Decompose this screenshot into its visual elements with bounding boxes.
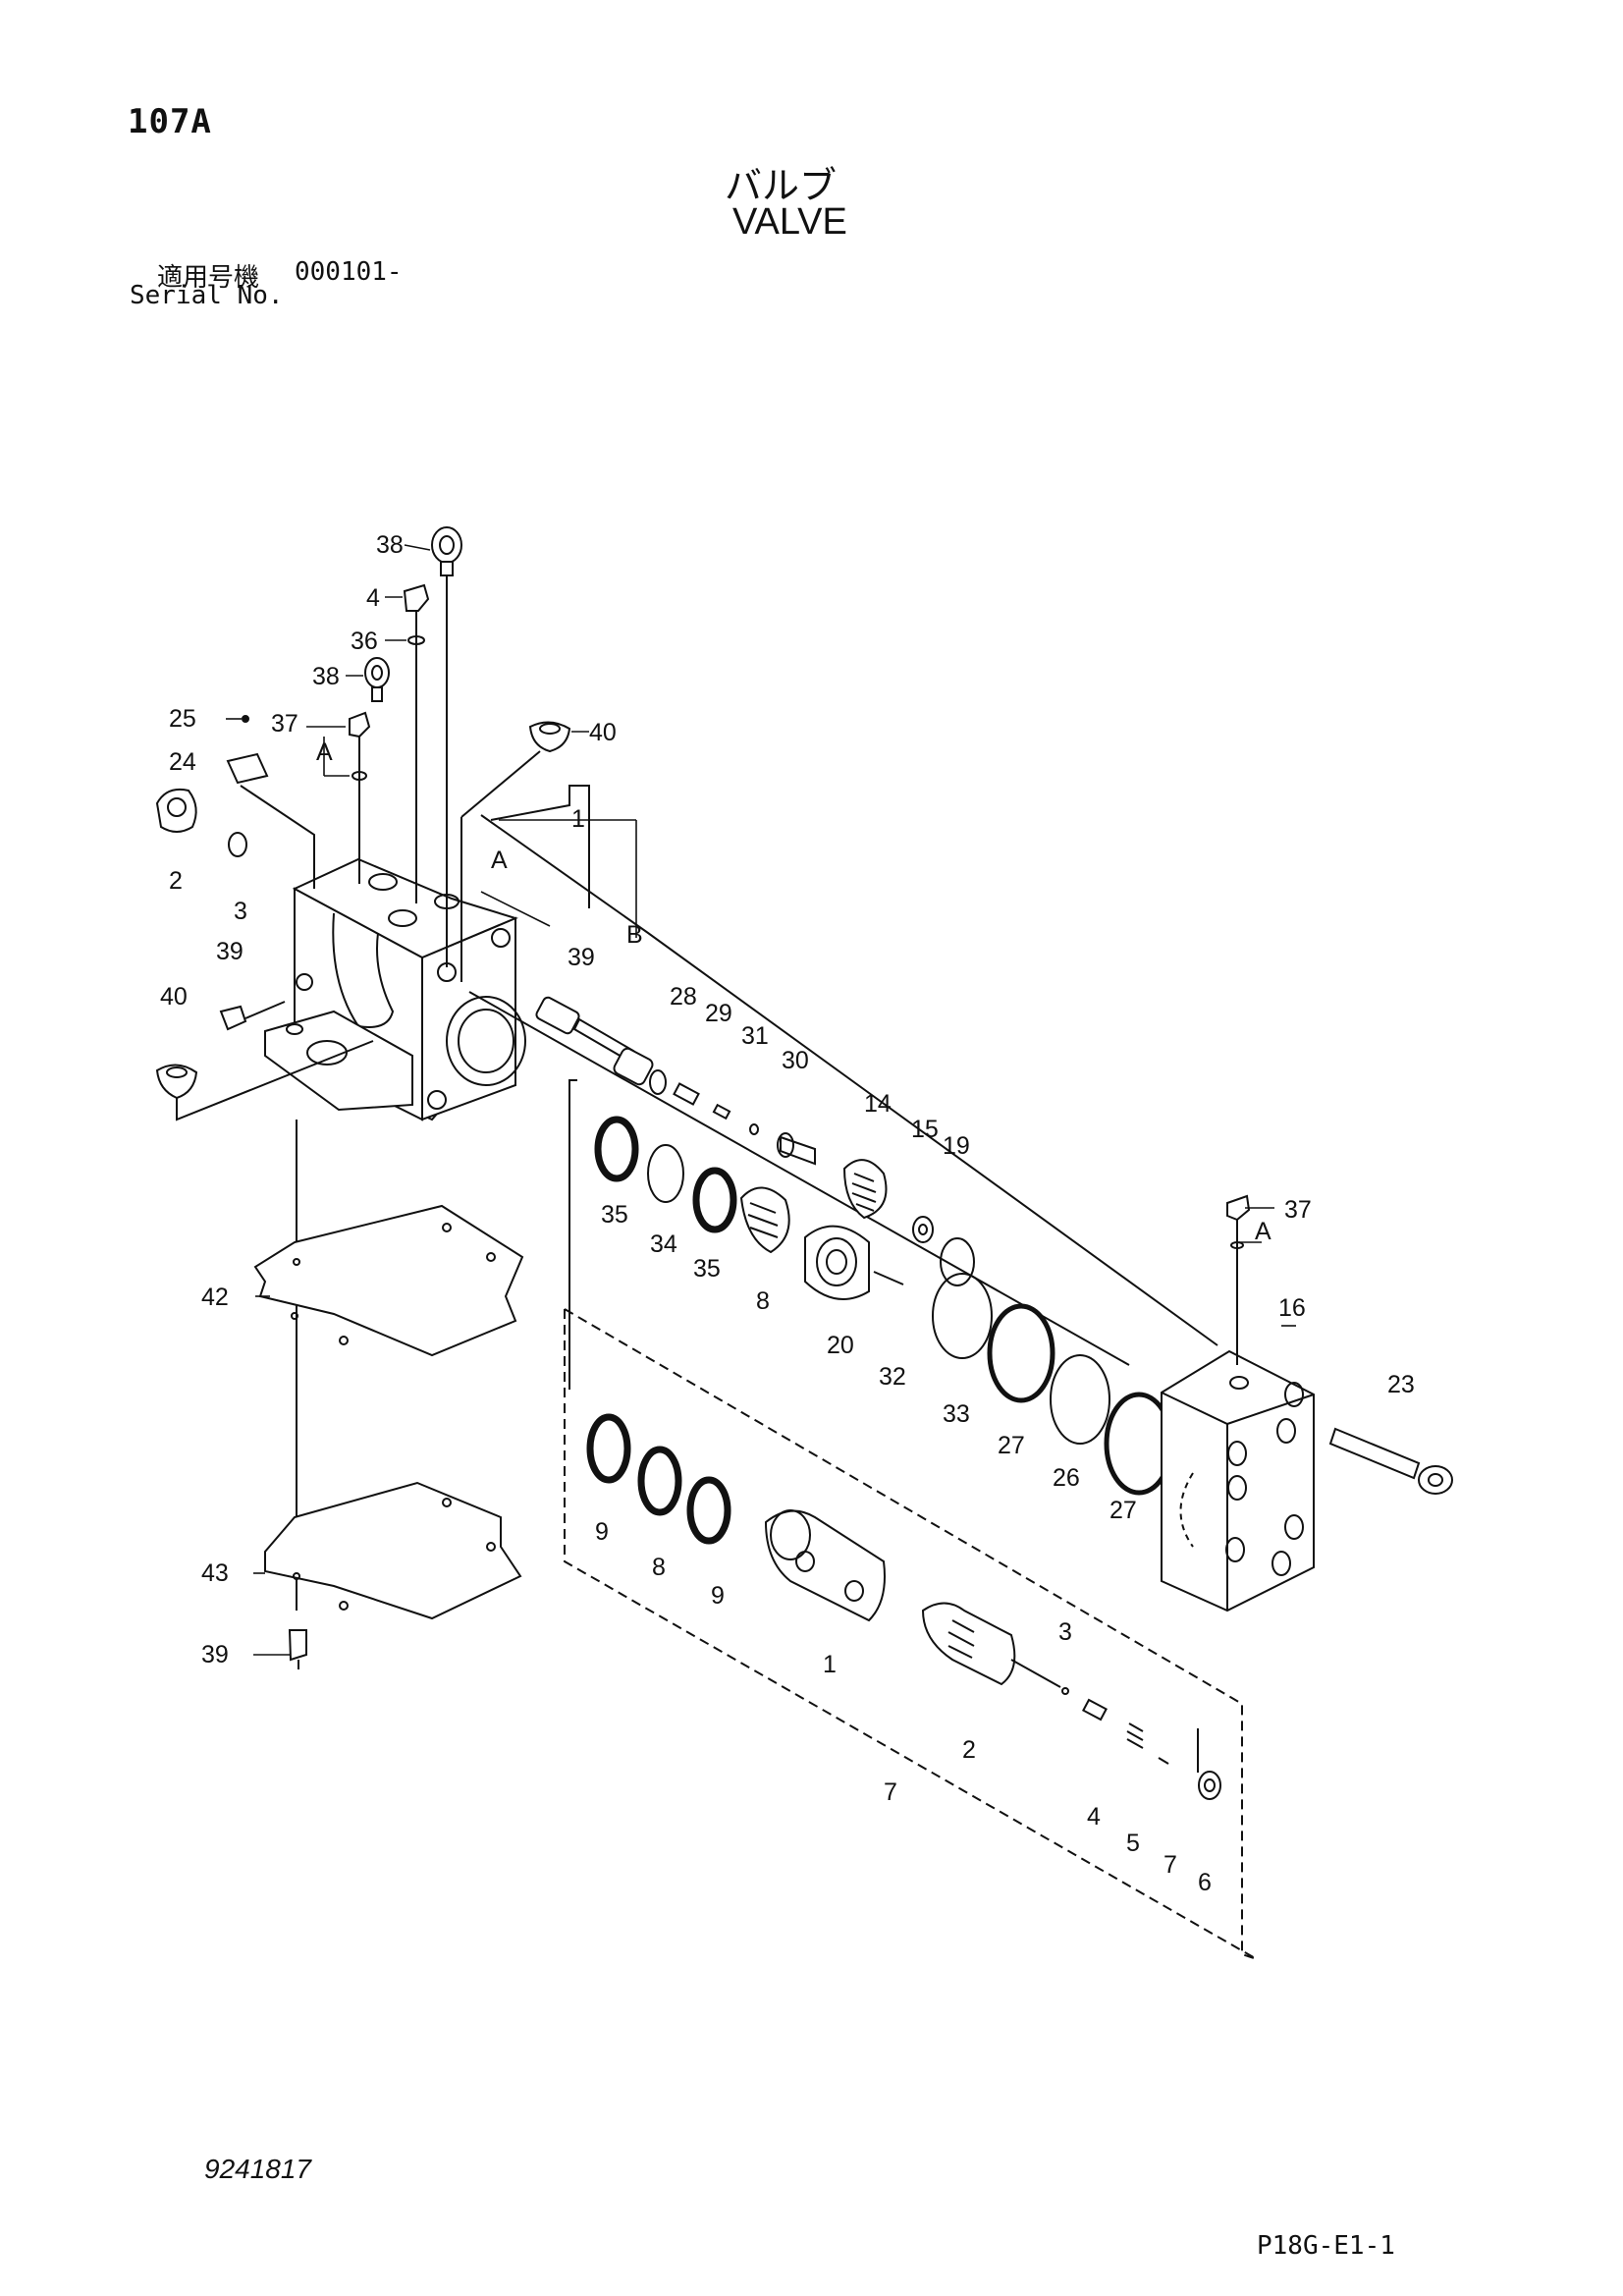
- serial-label-japanese: 適用号機: [157, 263, 260, 293]
- callout-42: 42: [201, 1284, 229, 1311]
- callout-29: 29: [705, 1000, 732, 1027]
- callout-8: 8: [652, 1554, 666, 1581]
- callout-20: 20: [827, 1332, 854, 1359]
- callout-7: 7: [1163, 1851, 1177, 1879]
- callout-7: 7: [884, 1778, 897, 1806]
- callout-labels: 38 4 36 38 25 37 40 24 2 3 39 40 1 A A B…: [160, 531, 1415, 1896]
- callout-36: 36: [351, 628, 378, 655]
- callout-a: A: [316, 738, 333, 766]
- callout-3: 3: [234, 898, 247, 925]
- left-fittings: [155, 788, 374, 1121]
- gaskets: [253, 1120, 524, 1669]
- callout-24: 24: [169, 748, 196, 776]
- callout-4: 4: [1087, 1803, 1101, 1831]
- callout-14: 14: [864, 1090, 892, 1118]
- callout-5: 5: [1126, 1830, 1140, 1857]
- callout-35: 35: [601, 1201, 628, 1229]
- callout-40: 40: [160, 983, 188, 1011]
- callout-31: 31: [741, 1022, 769, 1050]
- callout-1: 1: [571, 805, 585, 833]
- callout-9: 9: [595, 1518, 609, 1546]
- serial-label-english: Serial No.: [130, 281, 284, 310]
- title-english: VALVE: [732, 201, 847, 243]
- callout-40: 40: [589, 719, 617, 746]
- callout-39: 39: [201, 1641, 229, 1668]
- callout-19: 19: [943, 1132, 970, 1160]
- callout-a: A: [1255, 1218, 1271, 1245]
- page-id: 107A: [128, 102, 212, 141]
- callout-39: 39: [568, 944, 595, 971]
- cover-block: [1161, 1194, 1453, 1613]
- callout-27: 27: [1109, 1497, 1137, 1524]
- callout-38: 38: [376, 531, 404, 559]
- callout-a: A: [491, 847, 508, 874]
- leader-lines: [226, 544, 1296, 1656]
- callout-2: 2: [169, 867, 183, 895]
- callout-35: 35: [693, 1255, 721, 1283]
- title-japanese: バルブ: [725, 164, 838, 207]
- callout-8: 8: [756, 1287, 770, 1315]
- serial-value: 000101-: [295, 257, 403, 287]
- callout-37: 37: [1284, 1196, 1312, 1224]
- page-code: P18G-E1-1: [1257, 2231, 1395, 2261]
- callout-4: 4: [366, 584, 380, 612]
- drawing-number: 9241817: [204, 2154, 312, 2184]
- callout-43: 43: [201, 1559, 229, 1587]
- callout-39: 39: [216, 938, 243, 965]
- callout-27: 27: [998, 1432, 1025, 1459]
- callout-26: 26: [1053, 1464, 1080, 1492]
- callout-33: 33: [943, 1400, 970, 1428]
- callout-15: 15: [911, 1116, 939, 1143]
- valve-body: [264, 857, 526, 1121]
- callout-28: 28: [670, 983, 697, 1011]
- callout-25: 25: [169, 705, 196, 733]
- callout-1: 1: [823, 1651, 837, 1678]
- callout-16: 16: [1278, 1294, 1306, 1322]
- spool-assembly: [468, 785, 1218, 1366]
- callout-38: 38: [312, 663, 340, 690]
- callout-2: 2: [962, 1736, 976, 1764]
- callout-30: 30: [782, 1047, 809, 1074]
- callout-34: 34: [650, 1230, 677, 1258]
- callout-9: 9: [711, 1582, 725, 1610]
- kit-group-7: [564, 1079, 1258, 1960]
- top-fittings: [226, 526, 571, 982]
- callout-3: 3: [1058, 1618, 1072, 1646]
- callout-37: 37: [271, 710, 298, 738]
- callout-32: 32: [879, 1363, 906, 1391]
- callout-b: B: [626, 921, 643, 949]
- callout-6: 6: [1198, 1869, 1212, 1896]
- callout-23: 23: [1387, 1371, 1415, 1398]
- middle-seals: [594, 1116, 1174, 1496]
